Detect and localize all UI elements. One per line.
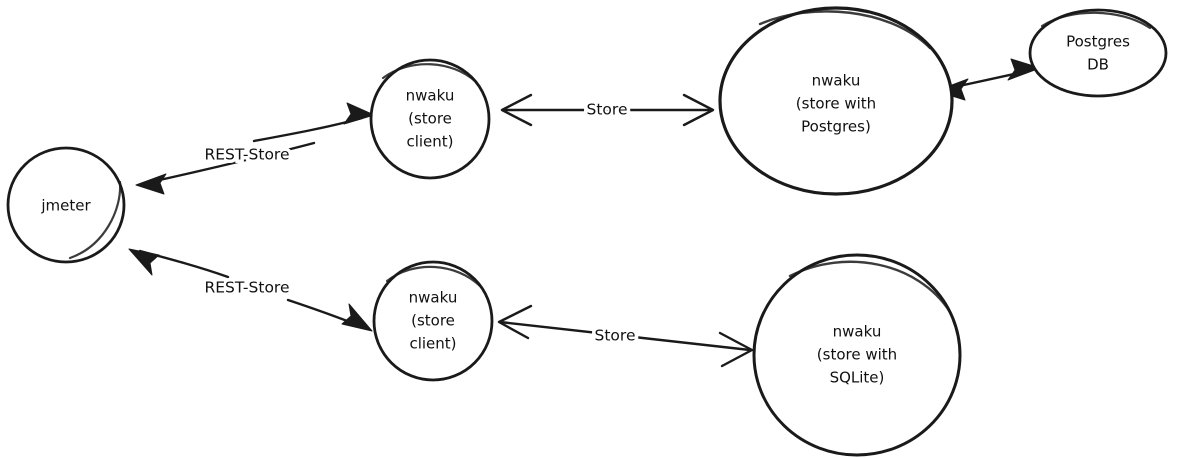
node-nwaku-store-client-top-label-line3: client)	[406, 133, 453, 151]
node-nwaku-store-with-sqlite-label-line1: nwaku	[833, 323, 882, 341]
edge-store-bottom-line	[498, 320, 752, 352]
node-postgres-db-shape[interactable]	[1028, 8, 1168, 98]
node-nwaku-store-with-postgres-label-line1: nwaku	[812, 72, 861, 90]
node-jmeter-sketch-overstroke	[68, 180, 122, 260]
node-postgres-db[interactable]: Postgres DB	[1028, 8, 1168, 98]
node-nwaku-store-with-postgres-label-line2: (store with	[796, 95, 876, 113]
node-nwaku-store-client-top[interactable]: nwaku (store client)	[369, 58, 491, 180]
node-postgres-db-label-line1: Postgres	[1066, 33, 1130, 51]
edge-store-top-label-halo: Store	[587, 101, 628, 119]
node-nwaku-store-with-sqlite-shape[interactable]	[752, 253, 962, 457]
node-jmeter-label: jmeter	[40, 197, 91, 215]
edge-rest-store-top-label-halo: REST-Store	[204, 146, 289, 164]
node-nwaku-store-with-postgres-sketch-overstroke	[758, 10, 932, 50]
edge-store-top-label: Store	[587, 101, 628, 119]
node-nwaku-store-with-sqlite-label-line3: SQLite)	[830, 369, 885, 387]
edge-rest-store-top-line-left	[144, 141, 316, 185]
edge-postgres-link-arrowhead-db	[1007, 58, 1041, 81]
node-nwaku-store-with-postgres-shape[interactable]	[718, 6, 954, 196]
node-nwaku-store-client-bottom[interactable]: nwaku (store client)	[372, 260, 494, 382]
edge-store-bottom-arrowhead-left	[497, 304, 533, 340]
edge-store-top-arrowhead-right	[682, 93, 715, 127]
node-nwaku-store-with-sqlite-label-line2: (store with	[817, 346, 897, 364]
node-jmeter[interactable]: jmeter	[6, 146, 126, 264]
edge-rest-store-top-label: REST-Store	[204, 146, 289, 164]
node-nwaku-store-client-top-shape[interactable]	[369, 58, 491, 180]
edge-rest-store-top: REST-Store REST-Store	[135, 102, 375, 195]
node-nwaku-store-with-postgres-label-line3: Postgres)	[801, 118, 871, 136]
node-postgres-db-label-line2: DB	[1087, 56, 1109, 74]
node-nwaku-store-client-top-label-line1: nwaku	[406, 87, 455, 105]
edge-rest-store-top-arrowhead-jmeter	[135, 173, 167, 195]
edge-store-bottom-label-halo: Store	[595, 327, 636, 345]
edge-store-bottom-label: Store	[595, 327, 636, 345]
node-nwaku-store-client-bottom-label-line1: nwaku	[409, 289, 458, 307]
edge-store-bottom-arrowhead-right	[718, 331, 754, 368]
edge-rest-store-bottom-label-halo: REST-Store	[204, 279, 289, 297]
edge-rest-store-top-arrowhead-client	[343, 102, 375, 125]
edge-rest-store-bottom-arrowhead-client	[341, 303, 373, 332]
node-nwaku-store-with-sqlite[interactable]: nwaku (store with SQLite)	[752, 253, 962, 457]
edge-rest-store-bottom: REST-Store REST-Store	[128, 248, 373, 332]
edge-store-top: Store Store	[500, 93, 715, 127]
edge-rest-store-bottom-label: REST-Store	[204, 279, 289, 297]
node-nwaku-store-with-sqlite-sketch-overstroke	[788, 260, 952, 314]
node-nwaku-store-client-bottom-label-line2: (store	[411, 312, 455, 330]
edge-store-top-arrowhead-left	[500, 93, 533, 127]
node-nwaku-store-client-top-label-line2: (store	[408, 110, 452, 128]
node-nwaku-store-client-bottom-sketch-overstroke	[385, 265, 482, 288]
edge-rest-store-bottom-arrowhead-jmeter	[128, 248, 160, 276]
edge-store-bottom: Store Store	[497, 304, 754, 368]
node-jmeter-shape[interactable]	[6, 146, 126, 264]
node-postgres-db-sketch-overstroke	[1040, 11, 1152, 30]
node-nwaku-store-client-bottom-shape[interactable]	[372, 260, 494, 382]
node-nwaku-store-client-top-sketch-overstroke	[381, 63, 478, 84]
node-nwaku-store-with-postgres[interactable]: nwaku (store with Postgres)	[718, 6, 954, 196]
node-nwaku-store-client-bottom-label-line3: client)	[409, 335, 456, 353]
